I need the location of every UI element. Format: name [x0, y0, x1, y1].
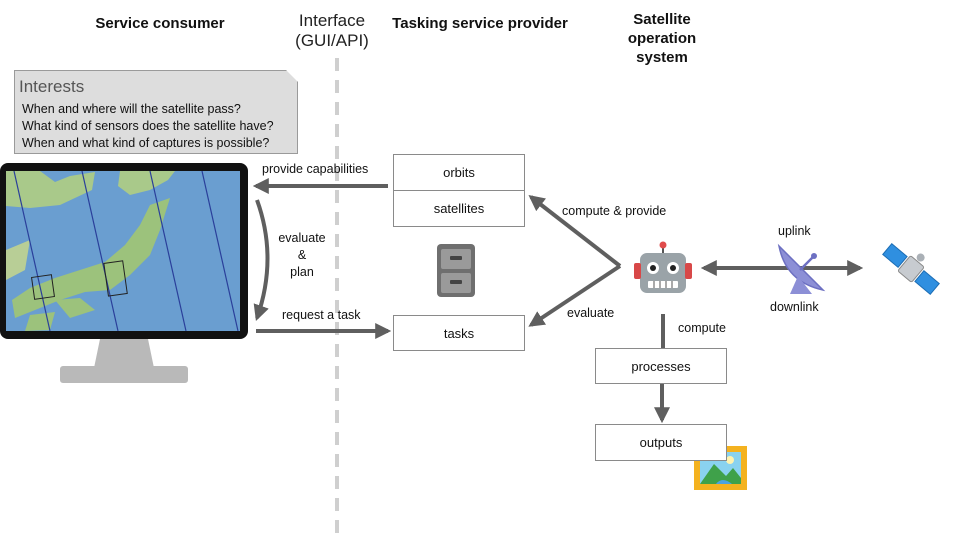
interests-note: Interests When and where will the satell…: [14, 70, 298, 154]
interests-title: Interests: [19, 77, 85, 96]
label-provide-capabilities: provide capabilities: [262, 162, 369, 176]
tasks-box: tasks: [393, 315, 525, 351]
label-evaluate-plan-3: plan: [290, 265, 314, 279]
label-request-task: request a task: [282, 308, 361, 322]
monitor-map-icon: [0, 163, 248, 383]
orbits-box: orbits: [393, 154, 525, 191]
robot-icon: [634, 241, 692, 293]
label-compute-provide: compute & provide: [562, 204, 667, 218]
interests-question: When and what kind of captures is possib…: [22, 136, 270, 150]
header-satellite-line2: operation: [627, 30, 697, 47]
label-evaluate-plan-1: evaluate: [278, 231, 326, 245]
header-tasking-service-provider: Tasking service provider: [392, 15, 568, 32]
header-interface-line2: (GUI/API): [295, 31, 369, 50]
header-satellite-operation-system: Satellite operation system: [604, 10, 720, 67]
header-interface-line1: Interface: [298, 11, 366, 30]
header-interface: Interface (GUI/API): [272, 11, 392, 51]
outputs-box: outputs: [595, 424, 727, 461]
satellite-dish-icon: [777, 243, 826, 294]
header-service-consumer: Service consumer: [95, 15, 225, 32]
interests-question: When and where will the satellite pass?: [22, 102, 241, 116]
header-satellite-line3: system: [636, 49, 688, 66]
label-evaluate-plan: evaluate & plan: [276, 230, 328, 281]
label-evaluate-plan-2: &: [297, 248, 307, 262]
label-downlink: downlink: [770, 300, 819, 314]
arrow-compute-provide: [528, 195, 622, 268]
file-cabinet-icon: [437, 244, 475, 297]
interests-question: What kind of sensors does the satellite …: [22, 119, 274, 133]
label-compute: compute: [678, 321, 726, 335]
satellite-icon: [882, 243, 940, 295]
satellites-box: satellites: [393, 190, 525, 227]
processes-box: processes: [595, 348, 727, 384]
label-uplink: uplink: [778, 224, 811, 238]
arrow-evaluate-plan: [253, 199, 270, 322]
label-evaluate: evaluate: [567, 306, 615, 320]
arrow-evaluate: [528, 264, 622, 327]
header-satellite-line1: Satellite: [633, 11, 691, 28]
